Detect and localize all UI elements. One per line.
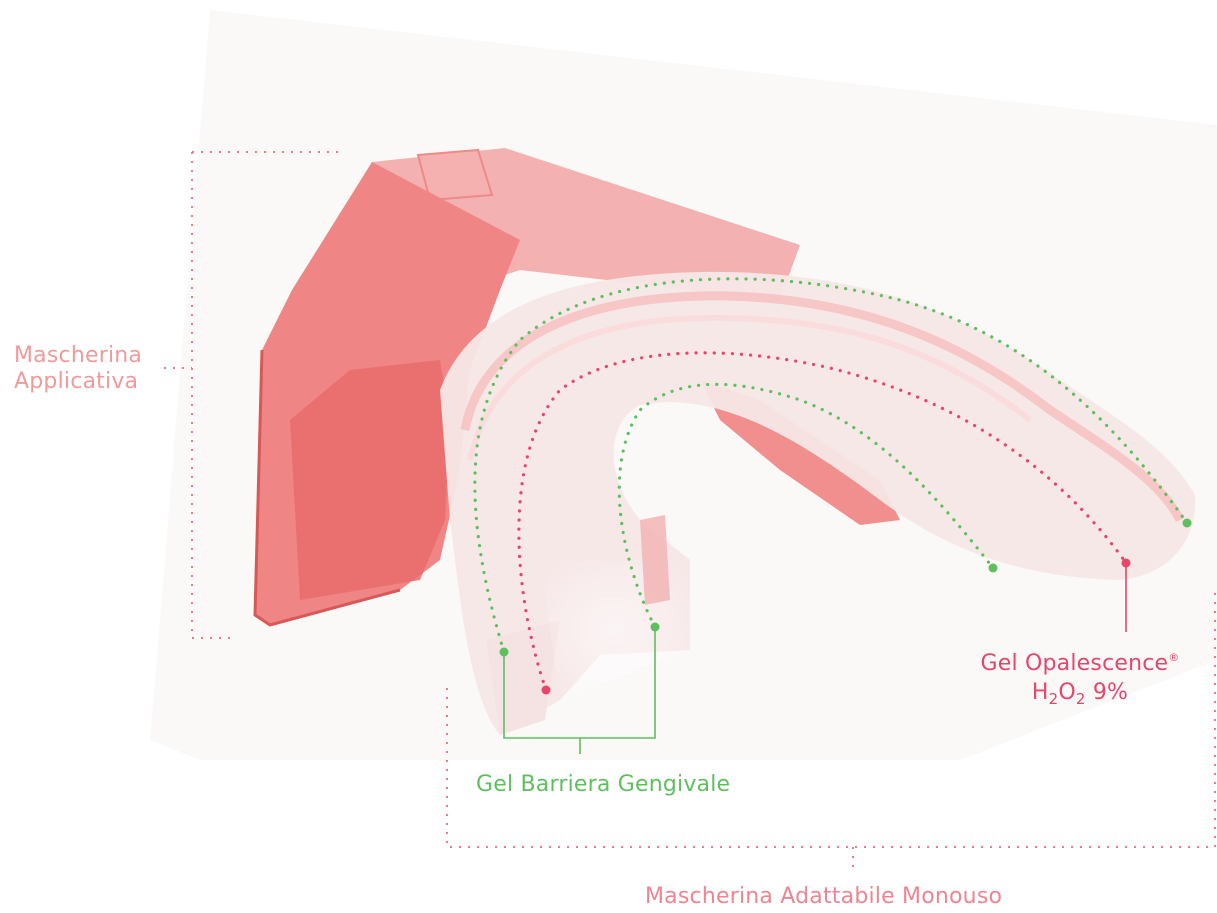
label-opalescence-formula: H2O2 9%: [960, 680, 1200, 707]
barrier-dot-right-inner: [989, 564, 998, 573]
formula-concentration: 9%: [1086, 680, 1129, 705]
label-opalescence-name: Gel Opalescence: [981, 651, 1169, 676]
label-applicativa-line2: Applicativa: [14, 369, 142, 395]
formula-sub-2: 2: [1076, 690, 1086, 708]
formula-o: O: [1058, 680, 1076, 705]
label-mascherina-monouso: Mascherina Adattabile Monouso: [645, 884, 1002, 910]
label-gel-opalescence: Gel Opalescence® H2O2 9%: [960, 651, 1200, 707]
barrier-dot-right-outer: [1183, 519, 1192, 528]
label-mascherina-applicativa: Mascherina Applicativa: [14, 343, 142, 395]
opalescence-dot-left: [542, 686, 551, 695]
registered-mark: ®: [1168, 651, 1179, 664]
label-opalescence-line1: Gel Opalescence®: [960, 651, 1200, 680]
tray-pink-stripe: [640, 515, 670, 605]
label-gel-barriera-gengivale: Gel Barriera Gengivale: [476, 772, 730, 798]
formula-sub-1: 2: [1049, 690, 1059, 708]
formula-h: H: [1032, 680, 1049, 705]
label-applicativa-line1: Mascherina: [14, 343, 142, 369]
